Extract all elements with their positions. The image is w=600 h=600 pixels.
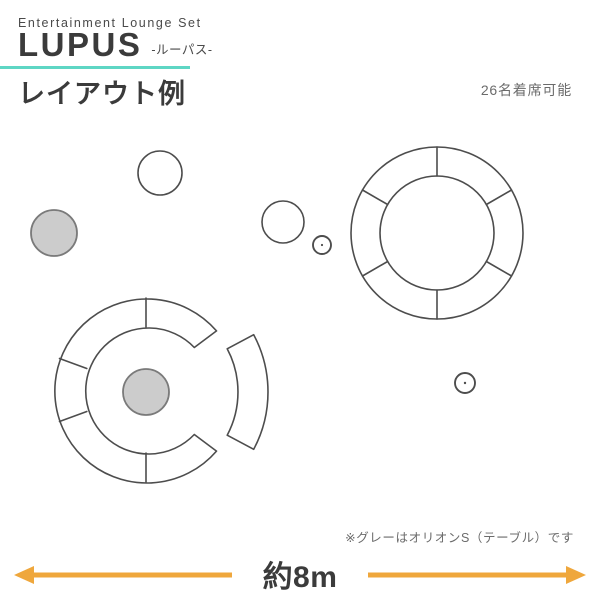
- stool-small-middle: [312, 235, 332, 255]
- header-eyebrow: Entertainment Lounge Set: [18, 16, 202, 30]
- floor-plan-drawing: [0, 112, 600, 520]
- orion-s-table-center: [122, 368, 170, 416]
- detached-arc-seat: [226, 333, 269, 451]
- ring-right-spoke-3: [361, 260, 389, 277]
- stool-middle-center-dot: [320, 243, 324, 247]
- c-ring-band: [54, 298, 218, 484]
- c-ring-seating-left: [54, 297, 218, 484]
- plan-svg: [30, 146, 524, 484]
- ring-right-inner-edge: [379, 175, 495, 291]
- header-divider-rule: [0, 66, 190, 69]
- ring-right-spoke-6: [485, 189, 513, 206]
- round-seat-upper-left: [137, 150, 183, 196]
- detached-arc-band: [226, 333, 269, 451]
- brand-name: LUPUS: [18, 26, 143, 63]
- scale-arrow-left-head: [14, 566, 34, 584]
- brand-row: LUPUS -ルーパス-: [18, 28, 213, 61]
- ring-right-spoke-5: [485, 260, 513, 277]
- scale-arrow-right-head: [566, 566, 586, 584]
- orion-s-table-upper-left: [30, 209, 78, 257]
- ring-right-spoke-2: [361, 189, 389, 206]
- stool-lower-right-center-dot: [463, 381, 467, 385]
- scale-bar: [0, 548, 600, 600]
- c-ring-spoke-upper-left: [58, 357, 88, 370]
- c-ring-spoke-lower-left: [58, 410, 88, 423]
- round-seat-middle: [261, 200, 305, 244]
- stool-small-lower-right: [454, 372, 476, 394]
- brand-kana: -ルーパス-: [151, 43, 213, 57]
- page-title: レイアウト例: [18, 79, 186, 109]
- page-header: Entertainment Lounge Set LUPUS -ルーパス- レイ…: [0, 0, 600, 112]
- capacity-note: 26名着席可能: [480, 82, 572, 98]
- legend-note: ※グレーはオリオンS（テーブル）です: [345, 531, 574, 545]
- ring-seating-right: [350, 146, 524, 320]
- scale-bar-svg: [14, 566, 586, 584]
